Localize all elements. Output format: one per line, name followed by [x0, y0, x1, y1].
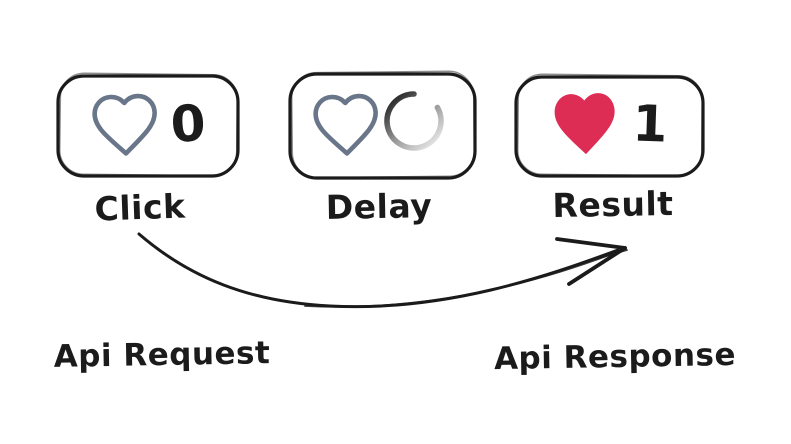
result-button-box-sketch	[516, 73, 704, 177]
annotation-api-response: Api Response	[494, 337, 737, 377]
delay-button-box-sketch	[290, 70, 476, 179]
stage-result: 1 Result	[514, 73, 705, 225]
annotation-api-request: Api Request	[53, 335, 270, 375]
arrow-shaft	[137, 232, 620, 309]
arrowhead-icon	[555, 237, 627, 250]
heart-filled-icon	[554, 93, 615, 155]
flow-arrow	[137, 232, 628, 309]
stage-delay: Delay	[288, 70, 477, 227]
stage-label-result: Result	[552, 184, 674, 225]
delay-button-box	[288, 72, 477, 180]
like-count: 1	[632, 94, 669, 153]
heart-outline-icon	[315, 95, 377, 154]
click-button-box-sketch	[58, 72, 239, 177]
stage-click: 0 Click	[56, 72, 240, 229]
spinner-icon	[384, 91, 444, 151]
like-count: 0	[169, 94, 207, 154]
arrowhead-sketch	[595, 249, 628, 260]
heart-outline-icon	[94, 95, 156, 154]
stage-label-click: Click	[94, 186, 187, 228]
stage-label-delay: Delay	[325, 186, 432, 227]
arrow-shaft-sketch	[304, 253, 613, 308]
